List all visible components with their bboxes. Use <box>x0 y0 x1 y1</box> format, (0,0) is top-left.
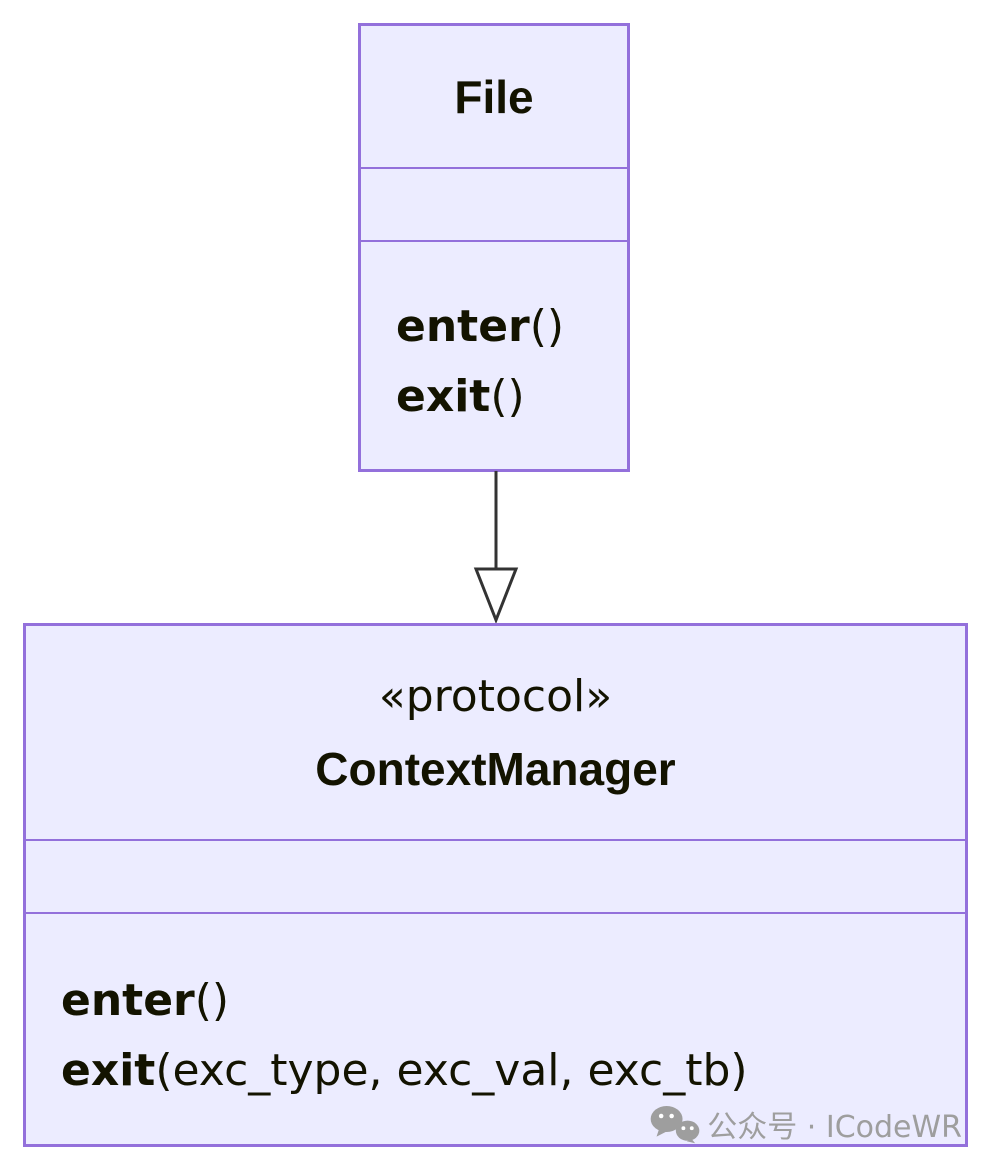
method-file-exit: exit() <box>396 362 627 432</box>
class-attributes-compartment-contextmanager <box>26 841 965 914</box>
class-name-file: File <box>454 70 534 123</box>
method-signature: (exc_type, exc_val, exc_tb) <box>155 1045 748 1096</box>
wechat-icon <box>650 1105 700 1144</box>
class-box-file: File enter() exit() <box>358 23 630 472</box>
method-name: enter <box>396 300 530 352</box>
class-name-contextmanager: ContextManager <box>315 742 676 795</box>
method-name: exit <box>61 1045 156 1096</box>
class-methods-compartment-contextmanager: enter() exit(exc_type, exc_val, exc_tb) <box>26 914 965 1144</box>
class-box-contextmanager: «protocol» ContextManager enter() exit(e… <box>23 623 968 1147</box>
method-name: enter <box>61 975 195 1026</box>
method-signature: () <box>194 975 230 1026</box>
class-attributes-compartment-file <box>361 169 627 242</box>
class-title-compartment-contextmanager: «protocol» ContextManager <box>26 626 965 841</box>
realization-arrow <box>473 471 519 623</box>
class-stereotype: «protocol» <box>378 670 613 722</box>
method-cm-exit: exit(exc_type, exc_val, exc_tb) <box>61 1036 965 1106</box>
method-signature: () <box>490 370 525 422</box>
method-signature: () <box>529 300 565 352</box>
watermark-text: 公众号 · ICodeWR <box>707 1110 962 1145</box>
method-cm-enter: enter() <box>61 966 965 1036</box>
watermark: 公众号 · ICodeWR <box>649 1102 962 1146</box>
method-name: exit <box>396 370 491 422</box>
class-title-compartment-file: File <box>361 26 627 169</box>
class-methods-compartment-file: enter() exit() <box>361 242 627 469</box>
method-file-enter: enter() <box>396 292 627 362</box>
